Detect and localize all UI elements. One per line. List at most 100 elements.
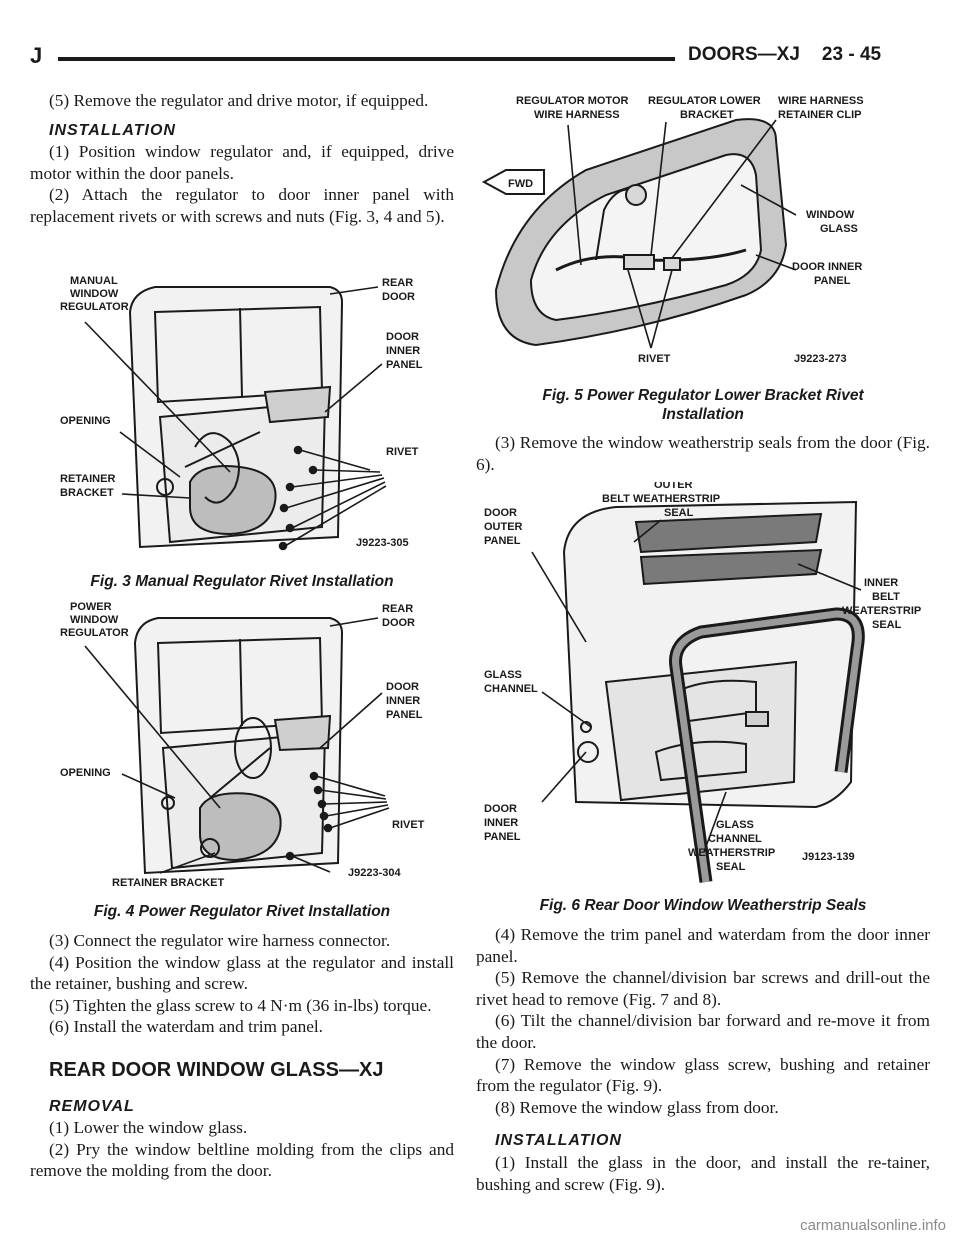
fig6-label-inner: INNER — [864, 577, 898, 589]
fig3-figure-id: J9223-305 — [356, 537, 409, 549]
installation-heading-2: INSTALLATION — [495, 1132, 622, 1150]
fig6-label-glass-2: GLASS — [716, 819, 754, 831]
fig6-label-seal-3: SEAL — [716, 861, 746, 873]
paragraph: (5) Remove the channel/division bar scre… — [476, 968, 930, 1009]
fig3-label-door: DOOR — [382, 291, 415, 303]
fig5-label-panel: PANEL — [814, 275, 851, 287]
fig3-caption-wrap: Fig. 3 Manual Regulator Rivet Installati… — [30, 572, 454, 591]
fig4-label-inner: INNER — [386, 695, 420, 707]
figure-5: REGULATOR MOTOR WIRE HARNESS REGULATOR L… — [476, 90, 930, 372]
paragraph: (6) Install the waterdam and trim panel. — [49, 1017, 324, 1037]
fig5-caption-line1: Fig. 5 Power Regulator Lower Bracket Riv… — [542, 387, 864, 404]
paragraph: (6) Tilt the channel/division bar forwar… — [476, 1011, 930, 1052]
fig6-label-channel-2: CHANNEL — [708, 833, 762, 845]
manual-regulator-diagram: MANUAL WINDOW REGULATOR REAR DOOR DOOR I… — [60, 275, 423, 551]
fig5-label-glass: GLASS — [820, 223, 858, 235]
figure-4: POWER WINDOW REGULATOR REAR DOOR DOOR IN… — [30, 598, 454, 891]
fig3-label-opening: OPENING — [60, 415, 111, 427]
figure-3: MANUAL WINDOW REGULATOR REAR DOOR DOOR I… — [30, 272, 454, 567]
fig3-label-regulator: REGULATOR — [60, 301, 129, 313]
fig4-label-rivet: RIVET — [392, 819, 425, 831]
paragraph: (5) Tighten the glass screw to 4 N·m (36… — [49, 995, 432, 1015]
fig4-label-rear: REAR — [382, 603, 413, 615]
fig4-figure-id: J9223-304 — [348, 867, 401, 879]
fig4-label-opening: OPENING — [60, 767, 111, 779]
fig6-label-weatherstrip: WEATHERSTRIP — [688, 847, 775, 859]
paragraph: (1) Position window regulator and, if eq… — [30, 142, 454, 183]
right-column: Fig. 5 Power Regulator Lower Bracket Riv… — [476, 386, 930, 475]
power-regulator-diagram: POWER WINDOW REGULATOR REAR DOOR DOOR IN… — [60, 601, 425, 889]
fig6-label-inner-2: INNER — [484, 817, 518, 829]
removal-heading: REMOVAL — [49, 1097, 135, 1115]
fig3-caption: Fig. 3 Manual Regulator Rivet Installati… — [90, 573, 394, 590]
lower-bracket-diagram: REGULATOR MOTOR WIRE HARNESS REGULATOR L… — [481, 95, 864, 365]
fig6-label-outer: OUTER — [654, 482, 693, 491]
paragraph: (4) Position the window glass at the reg… — [30, 952, 454, 994]
paragraph: (8) Remove the window glass from door. — [495, 1097, 779, 1117]
fig4-label-door: DOOR — [382, 617, 415, 629]
fig4-caption-wrap: Fig. 4 Power Regulator Rivet Installatio… — [30, 902, 454, 921]
watermark: carmanualsonline.info — [800, 1217, 946, 1234]
fig3-label-retainer: RETAINER — [60, 473, 115, 485]
fig5-label-wire-harness: WIRE HARNESS — [534, 109, 620, 121]
paragraph: (1) Install the glass in the door, and i… — [476, 1152, 930, 1194]
fig5-label-door-inner: DOOR INNER — [792, 261, 862, 273]
fig3-label-manual: MANUAL — [70, 275, 118, 287]
fig5-label-retainer-clip: RETAINER CLIP — [778, 109, 862, 121]
fig4-label-power: POWER — [70, 601, 112, 613]
paragraph: (7) Remove the window glass screw, bushi… — [476, 1054, 930, 1096]
section-heading: REAR DOOR WINDOW GLASS—XJ — [49, 1058, 384, 1081]
fig4-label-regulator: REGULATOR — [60, 627, 129, 639]
fig3-label-inner: INNER — [386, 345, 420, 357]
fig5-label-regulator-lower: REGULATOR LOWER — [648, 95, 761, 107]
left-column: (5) Remove the regulator and drive motor… — [30, 90, 454, 228]
weatherstrip-seals-diagram: OUTER BELT WEATHERSTRIP SEAL DOOR OUTER … — [484, 482, 921, 883]
fig4-label-panel: PANEL — [386, 709, 423, 721]
fig5-label-regulator-motor: REGULATOR MOTOR — [516, 95, 629, 107]
fig6-label-channel: CHANNEL — [484, 683, 538, 695]
fig3-label-panel: PANEL — [386, 359, 423, 371]
paragraph: (2) Attach the regulator to door inner p… — [30, 185, 454, 226]
fig5-figure-id: J9223-273 — [794, 353, 847, 365]
fig3-label-rear: REAR — [382, 277, 413, 289]
fig5-label-fwd: FWD — [508, 178, 533, 190]
fig4-label-retainer-bracket: RETAINER BRACKET — [112, 877, 225, 889]
paragraph: (3) Connect the regulator wire harness c… — [49, 931, 391, 950]
paragraph: (5) Remove the regulator and drive motor… — [49, 91, 429, 110]
header-rule — [58, 57, 675, 61]
paragraph: (2) Pry the window beltline molding from… — [30, 1139, 454, 1181]
paragraph: (4) Remove the trim panel and waterdam f… — [476, 925, 930, 966]
paragraph: (3) Remove the window weatherstrip seals… — [476, 433, 930, 474]
fig4-caption: Fig. 4 Power Regulator Rivet Installatio… — [93, 903, 391, 920]
fig6-label-seal-2: SEAL — [872, 619, 902, 631]
header-page: 23 - 45 — [821, 44, 882, 65]
fig6-label-door-2: DOOR — [484, 803, 517, 815]
fig5-label-rivet: RIVET — [638, 353, 671, 365]
fig5-label-wire-harness-clip: WIRE HARNESS — [778, 95, 864, 107]
header-section: DOORS—XJ — [688, 44, 800, 65]
fig6-label-panel-2: PANEL — [484, 831, 521, 843]
header-letter: J — [30, 43, 43, 68]
right-column-lower: Fig. 6 Rear Door Window Weatherstrip Sea… — [476, 896, 930, 1195]
fig6-label-glass: GLASS — [484, 669, 522, 681]
fig6-label-outer-2: OUTER — [484, 521, 523, 533]
fig6-label-panel: PANEL — [484, 535, 521, 547]
fig3-label-door-2: DOOR — [386, 331, 419, 343]
left-column-lower: (3) Connect the regulator wire harness c… — [30, 930, 454, 1182]
fig5-caption-line2: Installation — [662, 406, 744, 423]
fig3-label-rivet: RIVET — [386, 446, 419, 458]
figure-6: OUTER BELT WEATHERSTRIP SEAL DOOR OUTER … — [476, 482, 930, 892]
header-right: DOORS—XJ 23 - 45 — [688, 44, 881, 66]
fig3-label-window: WINDOW — [70, 288, 119, 300]
fig5-label-bracket: BRACKET — [680, 109, 734, 121]
paragraph: (1) Lower the window glass. — [49, 1118, 248, 1138]
fig6-figure-id: J9123-139 — [802, 851, 855, 863]
fig3-label-bracket: BRACKET — [60, 487, 114, 499]
fig4-label-window: WINDOW — [70, 614, 119, 626]
fig5-label-window: WINDOW — [806, 209, 855, 221]
fig6-label-door: DOOR — [484, 507, 517, 519]
fig6-label-seal: SEAL — [664, 507, 694, 519]
fig6-label-belt: BELT — [872, 591, 900, 603]
fig6-label-weaterstrip: WEATERSTRIP — [842, 605, 921, 617]
fig6-caption: Fig. 6 Rear Door Window Weatherstrip Sea… — [539, 897, 867, 914]
